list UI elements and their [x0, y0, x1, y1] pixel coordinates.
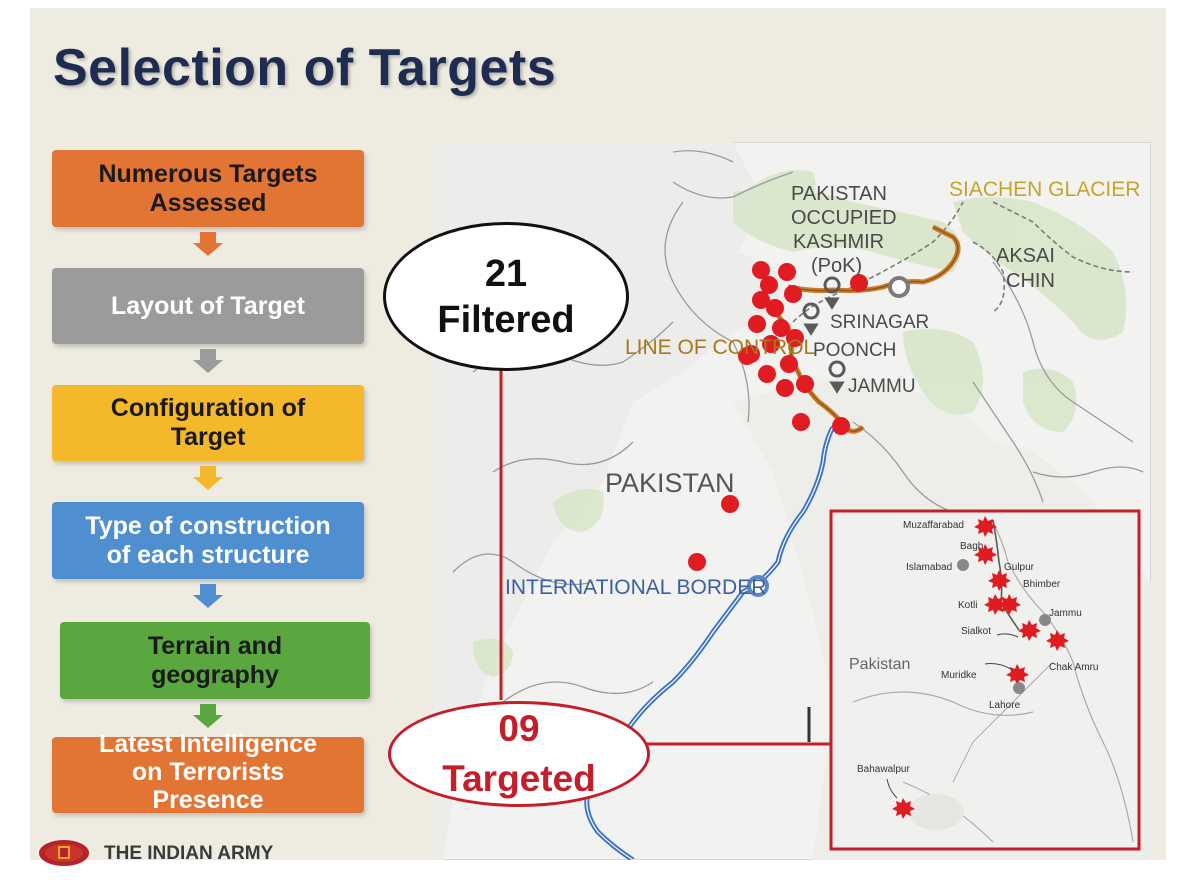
- strike-points: [688, 261, 868, 571]
- filtered-label: Filtered: [437, 298, 575, 341]
- inset-label-sialkot: Sialkot: [961, 626, 991, 637]
- map-label-pakistan: PAKISTAN: [605, 468, 735, 498]
- inset-label-jammu: Jammu: [1049, 608, 1082, 619]
- targeted-callout: 09 Targeted: [388, 701, 650, 807]
- indian-army-logo-icon: [39, 840, 89, 866]
- inset-label-bagh: Bagh: [960, 541, 983, 552]
- inset-label-kotli: Kotli: [958, 600, 977, 611]
- inset-map: Muzaffarabad Bagh Islamabad Gulpur Bhimb…: [829, 509, 1141, 851]
- map-label-pok-2: OCCUPIED: [791, 207, 897, 229]
- map-label-loc: LINE OF CONTROL: [625, 336, 815, 359]
- footer-brand-text: THE INDIAN ARMY: [104, 843, 274, 864]
- map-label-poonch: POONCH: [813, 340, 896, 361]
- inset-label-muzaffarabad: Muzaffarabad: [903, 520, 964, 531]
- step-4-line-1: Type of construction: [85, 511, 331, 540]
- step-layout-of-target: Layout of Target: [52, 268, 364, 344]
- map-label-siachen: SIACHEN GLACIER: [949, 178, 1140, 201]
- step-4-line-2: of each structure: [106, 540, 310, 569]
- step-3-line-1: Configuration of: [110, 394, 306, 422]
- inset-label-bhimber: Bhimber: [1023, 579, 1061, 590]
- inset-label-bahawalpur: Bahawalpur: [857, 764, 910, 775]
- map-label-pok-1: PAKISTAN: [791, 183, 887, 205]
- inset-label-lahore: Lahore: [989, 700, 1021, 711]
- location-pin-icon: [802, 276, 846, 394]
- step-6-line-2: on Terrorists: [131, 758, 285, 786]
- slide-title: Selection of Targets: [53, 39, 557, 97]
- map-label-aksai-2: CHIN: [1006, 270, 1055, 292]
- step-5-line-1: Terrain and: [147, 631, 283, 660]
- step-5-line-2: geography: [151, 660, 279, 689]
- filtered-count: 21: [484, 252, 528, 295]
- inset-label-pakistan: Pakistan: [849, 656, 910, 673]
- step-2-line-1: Layout of Target: [111, 291, 305, 320]
- step-6-line-3: Presence: [152, 786, 264, 814]
- map-label-pok-4: (PoK): [811, 255, 862, 277]
- step-1-line-1: Numerous Targets: [98, 159, 318, 188]
- map-label-jammu: JAMMU: [848, 376, 916, 397]
- inset-label-muridke: Muridke: [941, 670, 977, 681]
- step-3-line-2: Target: [170, 423, 246, 451]
- inset-label-gulpur: Gulpur: [1004, 562, 1035, 573]
- map-label-international-border: INTERNATIONAL BORDER: [505, 576, 766, 599]
- targeted-count: 09: [498, 708, 540, 749]
- step-1-line-2: Assessed: [149, 188, 267, 217]
- inset-label-islamabad: Islamabad: [906, 562, 952, 573]
- map-label-pok-3: KASHMIR: [793, 231, 884, 253]
- map-label-srinagar: SRINAGAR: [830, 312, 929, 333]
- targeted-label: Targeted: [442, 758, 596, 799]
- inset-label-chak-amru: Chak Amru: [1049, 662, 1098, 673]
- step-6-line-1: Latest Intelligence: [98, 730, 318, 758]
- map-label-aksai-1: AKSAI: [996, 245, 1055, 267]
- filtered-callout: 21 Filtered: [383, 222, 629, 371]
